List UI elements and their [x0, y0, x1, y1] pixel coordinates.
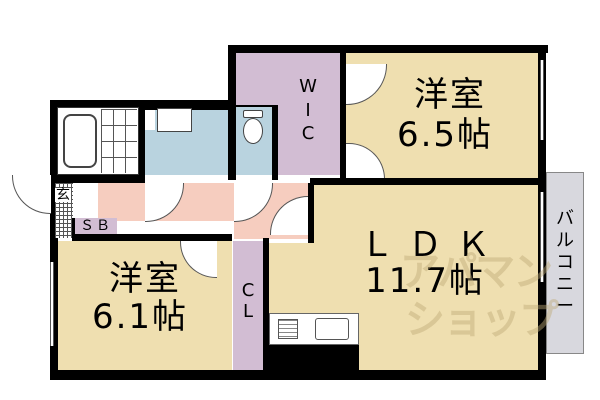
- hallway: [98, 183, 308, 221]
- wall-block: [50, 175, 145, 183]
- western-room-6-1-name: 洋室: [109, 259, 181, 299]
- shoe-box: [75, 218, 117, 234]
- window: [540, 192, 544, 282]
- sink-icon: [157, 108, 192, 132]
- wall-block: [50, 370, 545, 380]
- wall-block: [269, 345, 359, 371]
- wall-block: [272, 100, 278, 180]
- wall-block: [139, 100, 145, 180]
- wic-label-i: I: [305, 100, 311, 121]
- window: [50, 262, 54, 346]
- wic-label-c: C: [301, 123, 315, 144]
- wall-block: [263, 238, 269, 373]
- wall-block: [228, 45, 548, 53]
- stove-icon: [278, 319, 298, 339]
- toilet-icon: [243, 110, 263, 118]
- balcony-char: コ: [556, 252, 574, 273]
- closet-label-l: L: [242, 301, 254, 322]
- wic-label-w: W: [299, 76, 317, 97]
- ldk-size: 11.7帖: [365, 261, 485, 301]
- wall-block: [72, 218, 75, 238]
- balcony-char: ル: [556, 230, 574, 251]
- washroom: [145, 130, 230, 175]
- balcony-char: ニ: [556, 274, 574, 295]
- wall-block: [340, 45, 346, 185]
- kitchen-sink-icon: [315, 318, 349, 340]
- wall-block: [50, 100, 310, 110]
- western-room-6-1-size: 6.1帖: [91, 297, 189, 337]
- entrance-label: 玄: [55, 187, 71, 203]
- bathroom: [57, 107, 139, 175]
- tile-floor: [101, 109, 137, 173]
- ldk-name: ＬＤＫ: [360, 225, 504, 265]
- western-room-6-5-name: 洋室: [414, 75, 486, 115]
- wall-block: [72, 234, 232, 241]
- watermark-line1: アパマン: [400, 249, 553, 295]
- wall-block: [308, 183, 314, 243]
- toilet-bowl-icon: [243, 118, 263, 144]
- walk-in-closet: [236, 53, 340, 105]
- watermark-line2: ショップ: [405, 297, 559, 343]
- entrance-door[interactable]: [12, 175, 51, 214]
- closet: [233, 241, 263, 370]
- shoe-box-label: ＳＢ: [80, 218, 112, 234]
- wall-block: [310, 178, 546, 185]
- window: [540, 60, 544, 140]
- ldk-lower: [269, 243, 329, 313]
- kitchen-counter: [269, 313, 359, 345]
- balcony-char: バ: [556, 208, 574, 229]
- wall-block: [50, 100, 58, 380]
- walk-in-closet-lower: [278, 100, 340, 175]
- bathtub-icon: [63, 114, 97, 168]
- western-room-6-5-size: 6.5帖: [396, 115, 494, 155]
- balcony: [546, 172, 584, 354]
- balcony-char: ー: [556, 296, 574, 317]
- closet-label-c: C: [241, 280, 255, 301]
- wall-block: [228, 100, 236, 180]
